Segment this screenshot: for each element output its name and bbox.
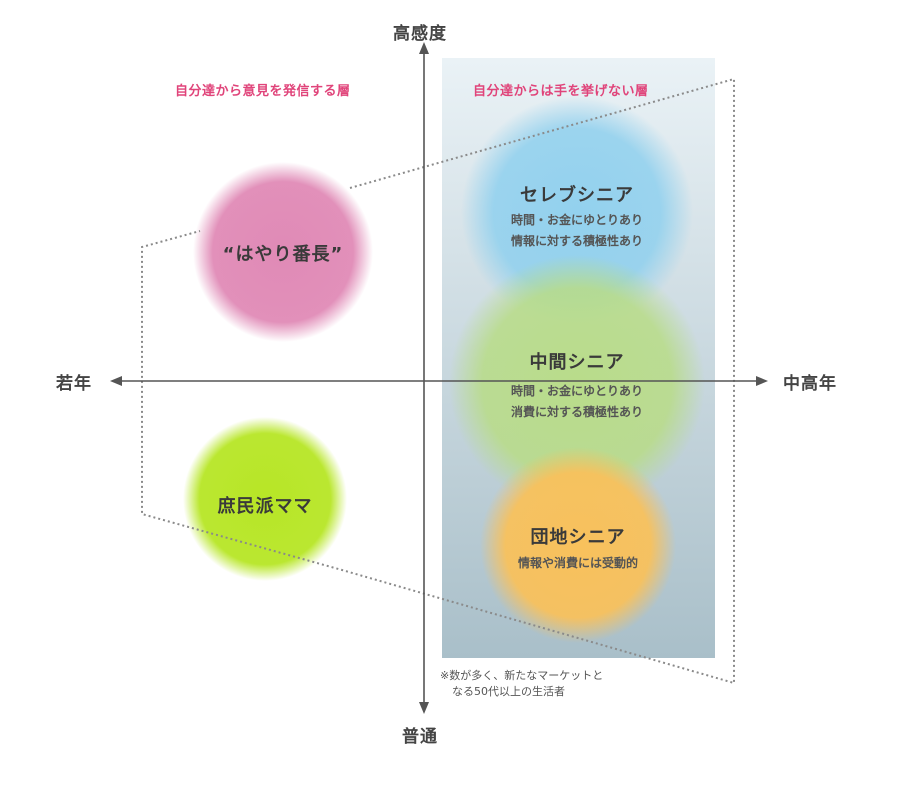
middle-senior-title: 中間シニア (529, 352, 625, 373)
bubble-hayari-bancho (193, 162, 373, 342)
note-line: ※数が多く、新たなマーケットと (440, 669, 604, 682)
danchi-senior-title: 団地シニア (530, 527, 626, 548)
bubble-shomin-mama (183, 417, 347, 581)
axis-label-top: 高感度 (393, 24, 447, 44)
shomin-mama-title: 庶民派ママ (217, 496, 313, 517)
senior-market-note: ※数が多く、新たなマーケットと なる50代以上の生活者 (440, 668, 603, 700)
celeb-senior-desc-line: 時間・お金にゆとりあり (510, 213, 643, 227)
axis-label-bottom: 普通 (402, 727, 438, 747)
danchi-senior-desc-line: 情報や消費には受動的 (517, 556, 638, 570)
hayari-bancho-title: “はやり番長” (222, 244, 344, 265)
arrow-down-icon (419, 702, 429, 714)
bubble-danchi-senior (480, 447, 676, 643)
arrow-right-icon (756, 376, 768, 386)
middle-senior-desc: 時間・お金にゆとりあり 消費に対する積極性あり (457, 381, 697, 423)
middle-senior-desc-line: 消費に対する積極性あり (510, 405, 643, 419)
arrow-up-icon (419, 42, 429, 54)
danchi-senior-desc: 情報や消費には受動的 (458, 553, 698, 574)
celeb-senior-desc-line: 情報に対する積極性あり (510, 234, 643, 248)
arrow-left-icon (110, 376, 122, 386)
zone-label-right: 自分達からは手を挙げない層 (473, 84, 649, 99)
dotted-connector (141, 77, 735, 685)
axis-label-left: 若年 (56, 374, 92, 394)
zone-label-left: 自分達から意見を発信する層 (175, 84, 351, 99)
celeb-senior-title: セレブシニア (520, 185, 634, 206)
middle-senior-desc-line: 時間・お金にゆとりあり (510, 384, 643, 398)
axis-label-right: 中高年 (783, 374, 837, 394)
note-line: なる50代以上の生活者 (452, 685, 565, 698)
bubble-middle-senior (449, 255, 705, 511)
axes (110, 42, 768, 714)
celeb-senior-desc: 時間・お金にゆとりあり 情報に対する積極性あり (457, 210, 697, 252)
